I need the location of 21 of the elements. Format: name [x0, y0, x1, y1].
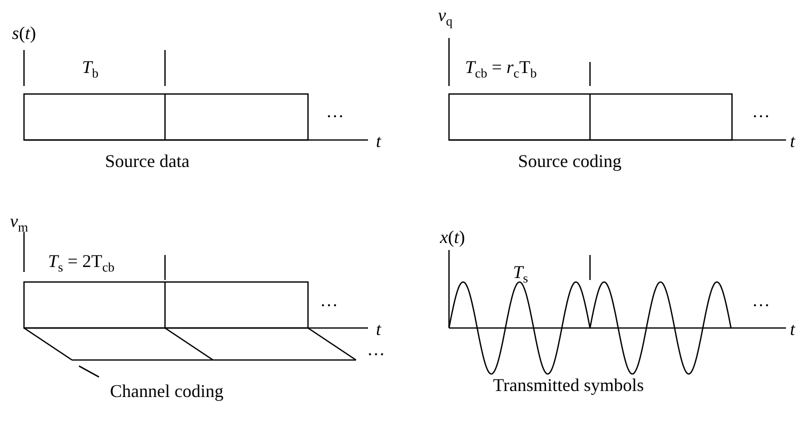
- axis-label: s(t): [12, 24, 36, 42]
- axis-label: t: [376, 320, 382, 338]
- caption: Transmitted symbols: [493, 376, 644, 394]
- axis-label: t: [790, 132, 796, 150]
- ellipsis: …: [752, 291, 770, 309]
- axis-label: v$_{m}$: [10, 212, 28, 234]
- period-label: T$_{s}$: [513, 263, 528, 285]
- axis-label: x(t): [440, 228, 466, 246]
- axis-label: t: [790, 320, 796, 338]
- ellipsis: …: [367, 340, 385, 358]
- ellipsis: …: [752, 102, 770, 120]
- ellipsis: …: [320, 291, 338, 309]
- period-label: T$_{b}$: [82, 58, 99, 80]
- period-label: T$_{cb}$ = r$_{c}$T$_{b}$: [465, 58, 537, 80]
- period-label: T$_{s}$ = 2T$_{cb}$: [48, 252, 115, 274]
- axis-label: t: [376, 132, 382, 150]
- ellipsis: …: [326, 102, 344, 120]
- caption: Source coding: [518, 152, 622, 170]
- caption: Channel coding: [110, 382, 224, 400]
- axis-label: v$_{q}$: [438, 6, 452, 28]
- caption: Source data: [105, 152, 190, 170]
